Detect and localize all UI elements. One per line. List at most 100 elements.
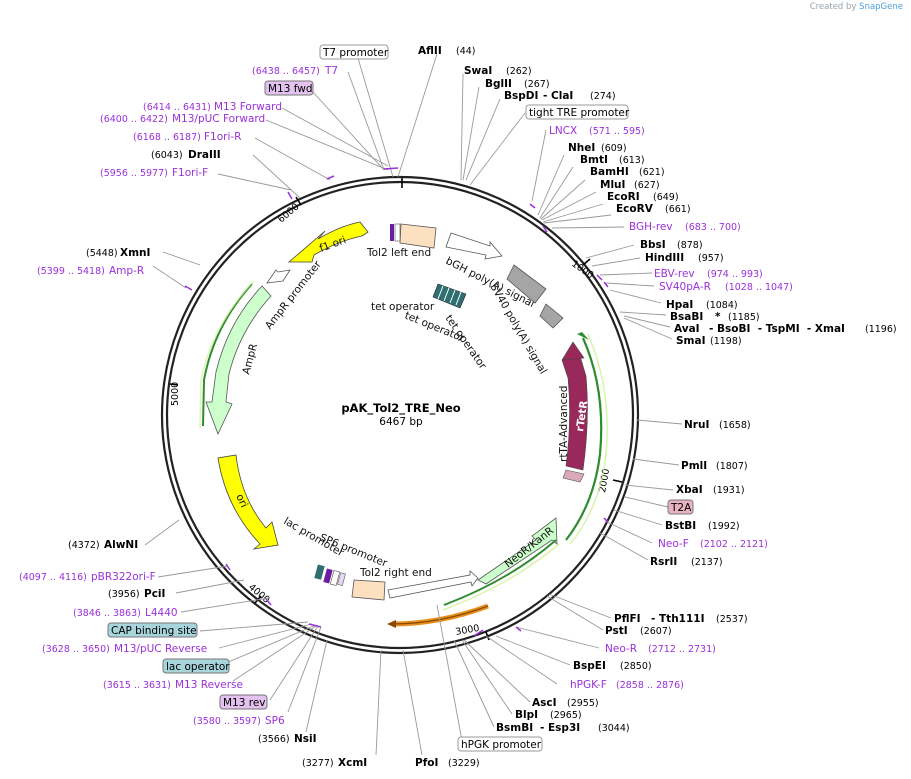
svg-text:(1658): (1658): [719, 420, 751, 431]
svg-text:AscI: AscI: [532, 697, 557, 709]
svg-text:(3615 .. 3631): (3615 .. 3631): [103, 680, 171, 691]
snapgene-credit: Created by SnapGene: [810, 2, 903, 12]
tol2-left-end-label: Tol2 left end: [366, 247, 431, 259]
neor-orf-line: [443, 539, 557, 606]
box-cap-binding-site: CAP binding site: [107, 622, 198, 638]
svg-text:(2955): (2955): [567, 698, 599, 709]
site-aflii: AflII(44): [418, 45, 476, 57]
tet-operator-cluster: [432, 283, 467, 309]
svg-text:(5956 .. 5977): (5956 .. 5977): [100, 168, 168, 179]
site-pmli: PmlI(1807): [681, 460, 748, 472]
svg-text:AvaI: AvaI: [674, 323, 700, 335]
svg-text:F1ori-R: F1ori-R: [204, 131, 241, 143]
primer-block-top: [390, 224, 394, 241]
svg-text:hPGK promoter: hPGK promoter: [461, 739, 542, 751]
credit-prefix: Created by: [809, 2, 857, 12]
svg-text:(1198): (1198): [710, 336, 742, 347]
svg-text:EcoRI: EcoRI: [607, 191, 640, 203]
site-pcii: (3956)PciI: [108, 588, 165, 600]
primer-sp6: (3580 .. 3597)SP6: [193, 715, 285, 727]
svg-text:SmaI: SmaI: [676, 335, 706, 347]
svg-text:M13/pUC Reverse: M13/pUC Reverse: [114, 643, 207, 655]
svg-text:hPGK-F: hPGK-F: [570, 679, 607, 691]
tol2-left-end-box: [399, 223, 437, 249]
ampr-promoter-arrow: [266, 269, 291, 284]
tick-label-5000: 5000: [170, 382, 181, 406]
svg-text:(6438 .. 6457): (6438 .. 6457): [252, 66, 320, 77]
ampr-arrow: [205, 285, 272, 436]
primer-t7: (6438 .. 6457) T7: [252, 65, 338, 77]
svg-text:(6400 .. 6422): (6400 .. 6422): [100, 114, 168, 125]
svg-text:T7: T7: [324, 65, 338, 77]
site-pflfi: PflFI - Tth111I (2537): [614, 613, 748, 625]
primer-bgh-rev: BGH-rev(683 .. 700): [629, 221, 741, 233]
lac-region-features: [314, 564, 346, 586]
primer-l4440: (3846 .. 3863)L4440: [73, 607, 178, 619]
svg-text:(878): (878): [677, 240, 703, 251]
svg-text:M13 rev: M13 rev: [223, 697, 266, 709]
svg-text:(661): (661): [665, 204, 691, 215]
site-rsrii: RsrII(2137): [650, 556, 723, 568]
scale-ticks: [169, 178, 623, 641]
leader-lines: [144, 53, 683, 756]
svg-text:T2A: T2A: [670, 502, 692, 514]
svg-text:(6043): (6043): [151, 150, 183, 161]
svg-text:(267): (267): [524, 79, 550, 90]
primer-f1ori-r: (6168 .. 6187)F1ori-R: [133, 131, 241, 143]
svg-text:BmtI: BmtI: [580, 154, 608, 166]
primer-m13-puc-reverse: (3628 .. 3650) M13/pUC Reverse: [42, 643, 207, 655]
svg-text:(1185): (1185): [728, 312, 760, 323]
site-bglii: BglII(267): [485, 78, 550, 90]
svg-text:BstBI: BstBI: [665, 520, 696, 532]
svg-text:(2137): (2137): [691, 557, 723, 568]
svg-text:SwaI: SwaI: [464, 65, 492, 77]
site-bmti: BmtI(613): [580, 154, 645, 166]
svg-text:T7 promoter: T7 promoter: [322, 47, 389, 59]
svg-text:MluI: MluI: [600, 179, 625, 191]
site-alwni: (4372)AlwNI: [68, 539, 138, 551]
box-m13-rev: M13 rev: [219, 694, 268, 710]
svg-text:L4440: L4440: [145, 607, 178, 619]
svg-text:BspDI: BspDI: [504, 90, 538, 102]
site-bspdi: BspDI- ClaI(274): [504, 90, 616, 102]
svg-text:BsmBI: BsmBI: [496, 722, 533, 734]
sv40-polya-box-2: [539, 303, 564, 329]
svg-text:XbaI: XbaI: [676, 484, 703, 496]
svg-text:EBV-rev: EBV-rev: [654, 268, 695, 280]
site-nsii: (3566)NsiI: [258, 733, 317, 745]
svg-text:(649): (649): [653, 192, 679, 203]
primer-sv40pa-r: SV40pA-R(1028 .. 1047): [659, 281, 793, 293]
svg-text:PstI: PstI: [605, 625, 628, 637]
svg-text:BspEI: BspEI: [573, 660, 606, 672]
svg-text:(4097 .. 4116): (4097 .. 4116): [19, 572, 87, 583]
svg-text:PmlI: PmlI: [681, 460, 707, 472]
svg-text:M13 Reverse: M13 Reverse: [175, 679, 243, 691]
rtta-advanced-orf: [565, 337, 603, 541]
ori-label: ori: [233, 492, 250, 509]
svg-text:(262): (262): [506, 66, 532, 77]
svg-text:(3277): (3277): [302, 758, 334, 769]
credit-brand: SnapGene: [859, 2, 903, 12]
svg-text:AflII: AflII: [418, 45, 442, 57]
box-m13-fwd: M13 fwd: [264, 80, 314, 96]
tol2-right-end-arrow: [387, 570, 479, 599]
svg-text:(609): (609): [601, 143, 627, 154]
tet-operator-label-3: tet operator: [443, 313, 489, 372]
svg-text:- Tth111I: - Tth111I: [651, 613, 705, 625]
svg-text:PflFI: PflFI: [614, 613, 641, 625]
svg-text:(2858 .. 2876): (2858 .. 2876): [616, 680, 684, 691]
rtetr-arrow: [561, 355, 588, 471]
primer-m13-reverse: (3615 .. 3631) M13 Reverse: [103, 679, 243, 691]
site-bbsi: BbsI(878): [640, 239, 703, 251]
svg-text:PfoI: PfoI: [415, 757, 438, 769]
svg-text:(2850): (2850): [620, 661, 652, 672]
svg-text:(2712 .. 2731): (2712 .. 2731): [648, 644, 716, 655]
svg-text:(2537): (2537): [716, 614, 748, 625]
svg-text:- BsoBI - TspMI - XmaI: - BsoBI - TspMI - XmaI: [709, 323, 845, 335]
site-psti: PstI(2607): [605, 625, 672, 637]
svg-text:tight TRE promoter: tight TRE promoter: [529, 107, 630, 119]
svg-text:NruI: NruI: [684, 419, 709, 431]
svg-text:(3628 .. 3650): (3628 .. 3650): [42, 644, 110, 655]
primer-lncx: LNCX(571 .. 595): [549, 125, 645, 137]
